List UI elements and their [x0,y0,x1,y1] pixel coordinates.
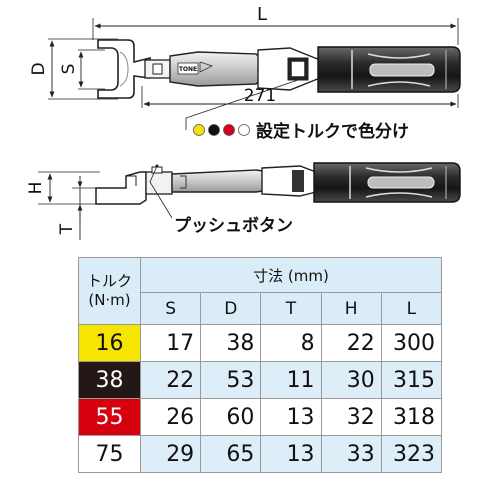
torque-header-label: トルク [86,272,132,290]
torque-cell-75: 75 [78,435,141,473]
dim-D-label: D [29,62,49,75]
color-dot-black [208,124,220,136]
column-header-h: H [320,292,382,325]
cell-d: 60 [200,398,262,436]
grip-line-3 [367,81,431,87]
column-header-d: D [200,292,262,325]
brand-plate [177,62,199,75]
push-button-housing [145,171,173,195]
drawing-svg: L D S TONE 271 [26,4,461,240]
cell-s: 22 [139,361,202,399]
table-row: 16 17 38 8 22 300 [78,324,443,362]
dim-T-label: T [57,223,77,235]
callout-color-text: 設定トルクで色分け [256,121,409,142]
cell-s: 26 [139,398,202,436]
spec-table-column-row: S D T H L [79,292,443,325]
cell-d: 65 [200,435,262,473]
dim-L-label: L [257,4,267,25]
cell-h: 30 [320,361,382,399]
dim-S-label: S [59,64,79,75]
table-row: 38 22 53 11 30 315 [78,361,443,399]
torque-cell-16: 16 [78,324,141,362]
grip-side-slot [367,176,435,189]
column-header-l: L [380,292,443,325]
torque-cell-38: 38 [78,361,141,399]
cell-h: 33 [320,435,382,473]
wrench-dimension-drawing: L D S TONE 271 [26,4,461,240]
cell-h: 22 [320,324,382,362]
spec-table: トルク (N·m) 寸法 (mm) S D T H L 16 17 38 8 2… [78,257,443,473]
cell-d: 53 [200,361,262,399]
table-row: 55 26 60 13 32 318 [78,398,443,436]
color-dot-red [223,124,235,136]
wrench-side-view: H T [26,162,461,240]
cell-s: 17 [139,324,202,362]
torque-header: トルク (N·m) [78,257,141,325]
column-header-s: S [139,292,202,325]
collar-window-inner [291,61,305,77]
cell-t: 13 [260,398,322,436]
dim-271-label: 271 [244,86,276,106]
dim-H-label: H [26,182,46,195]
cell-l: 323 [380,435,443,473]
color-dot-yellow [193,124,205,136]
push-button [151,166,163,174]
torque-header-unit: (N·m) [88,291,131,309]
grip-slot [369,63,435,77]
spec-table-header-row: トルク (N·m) 寸法 (mm) [78,257,442,325]
collar-side-window [292,170,304,192]
grip-side-line-3 [365,192,433,198]
cell-s: 29 [139,435,202,473]
color-callout: 設定トルクで色分け [193,121,409,142]
grip-side-line-2 [365,167,433,173]
column-header-t: T [260,292,322,325]
shaft-side [171,169,271,193]
table-row: 75 29 65 13 33 323 [78,435,443,473]
cell-d: 38 [200,324,262,362]
cell-l: 318 [380,398,443,436]
head-joint-square [152,63,163,75]
dimension-header: 寸法 (mm) [140,257,442,293]
callout-button-text: プッシュボタン [174,215,293,236]
shaft-side-mark [180,175,187,189]
cell-t: 11 [260,361,322,399]
torque-cell-55: 55 [78,398,141,436]
grip-line-2 [367,53,431,59]
cell-h: 32 [320,398,382,436]
wrench-head [97,39,151,99]
head-side-detail [126,175,137,186]
shaft-arrow-mark [199,61,214,73]
cell-l: 315 [380,361,443,399]
head-inner-curve [119,51,129,87]
cell-t: 8 [260,324,322,362]
callout-leader-color [185,79,299,130]
color-dot-white [238,124,250,136]
wrench-top-view: L D S TONE 271 [29,4,461,130]
brand-mark: TONE [179,66,197,73]
head-side [95,171,147,205]
cell-l: 300 [380,324,443,362]
cell-t: 13 [260,435,322,473]
collar-side [261,165,317,197]
callout-leader-button [149,165,173,219]
